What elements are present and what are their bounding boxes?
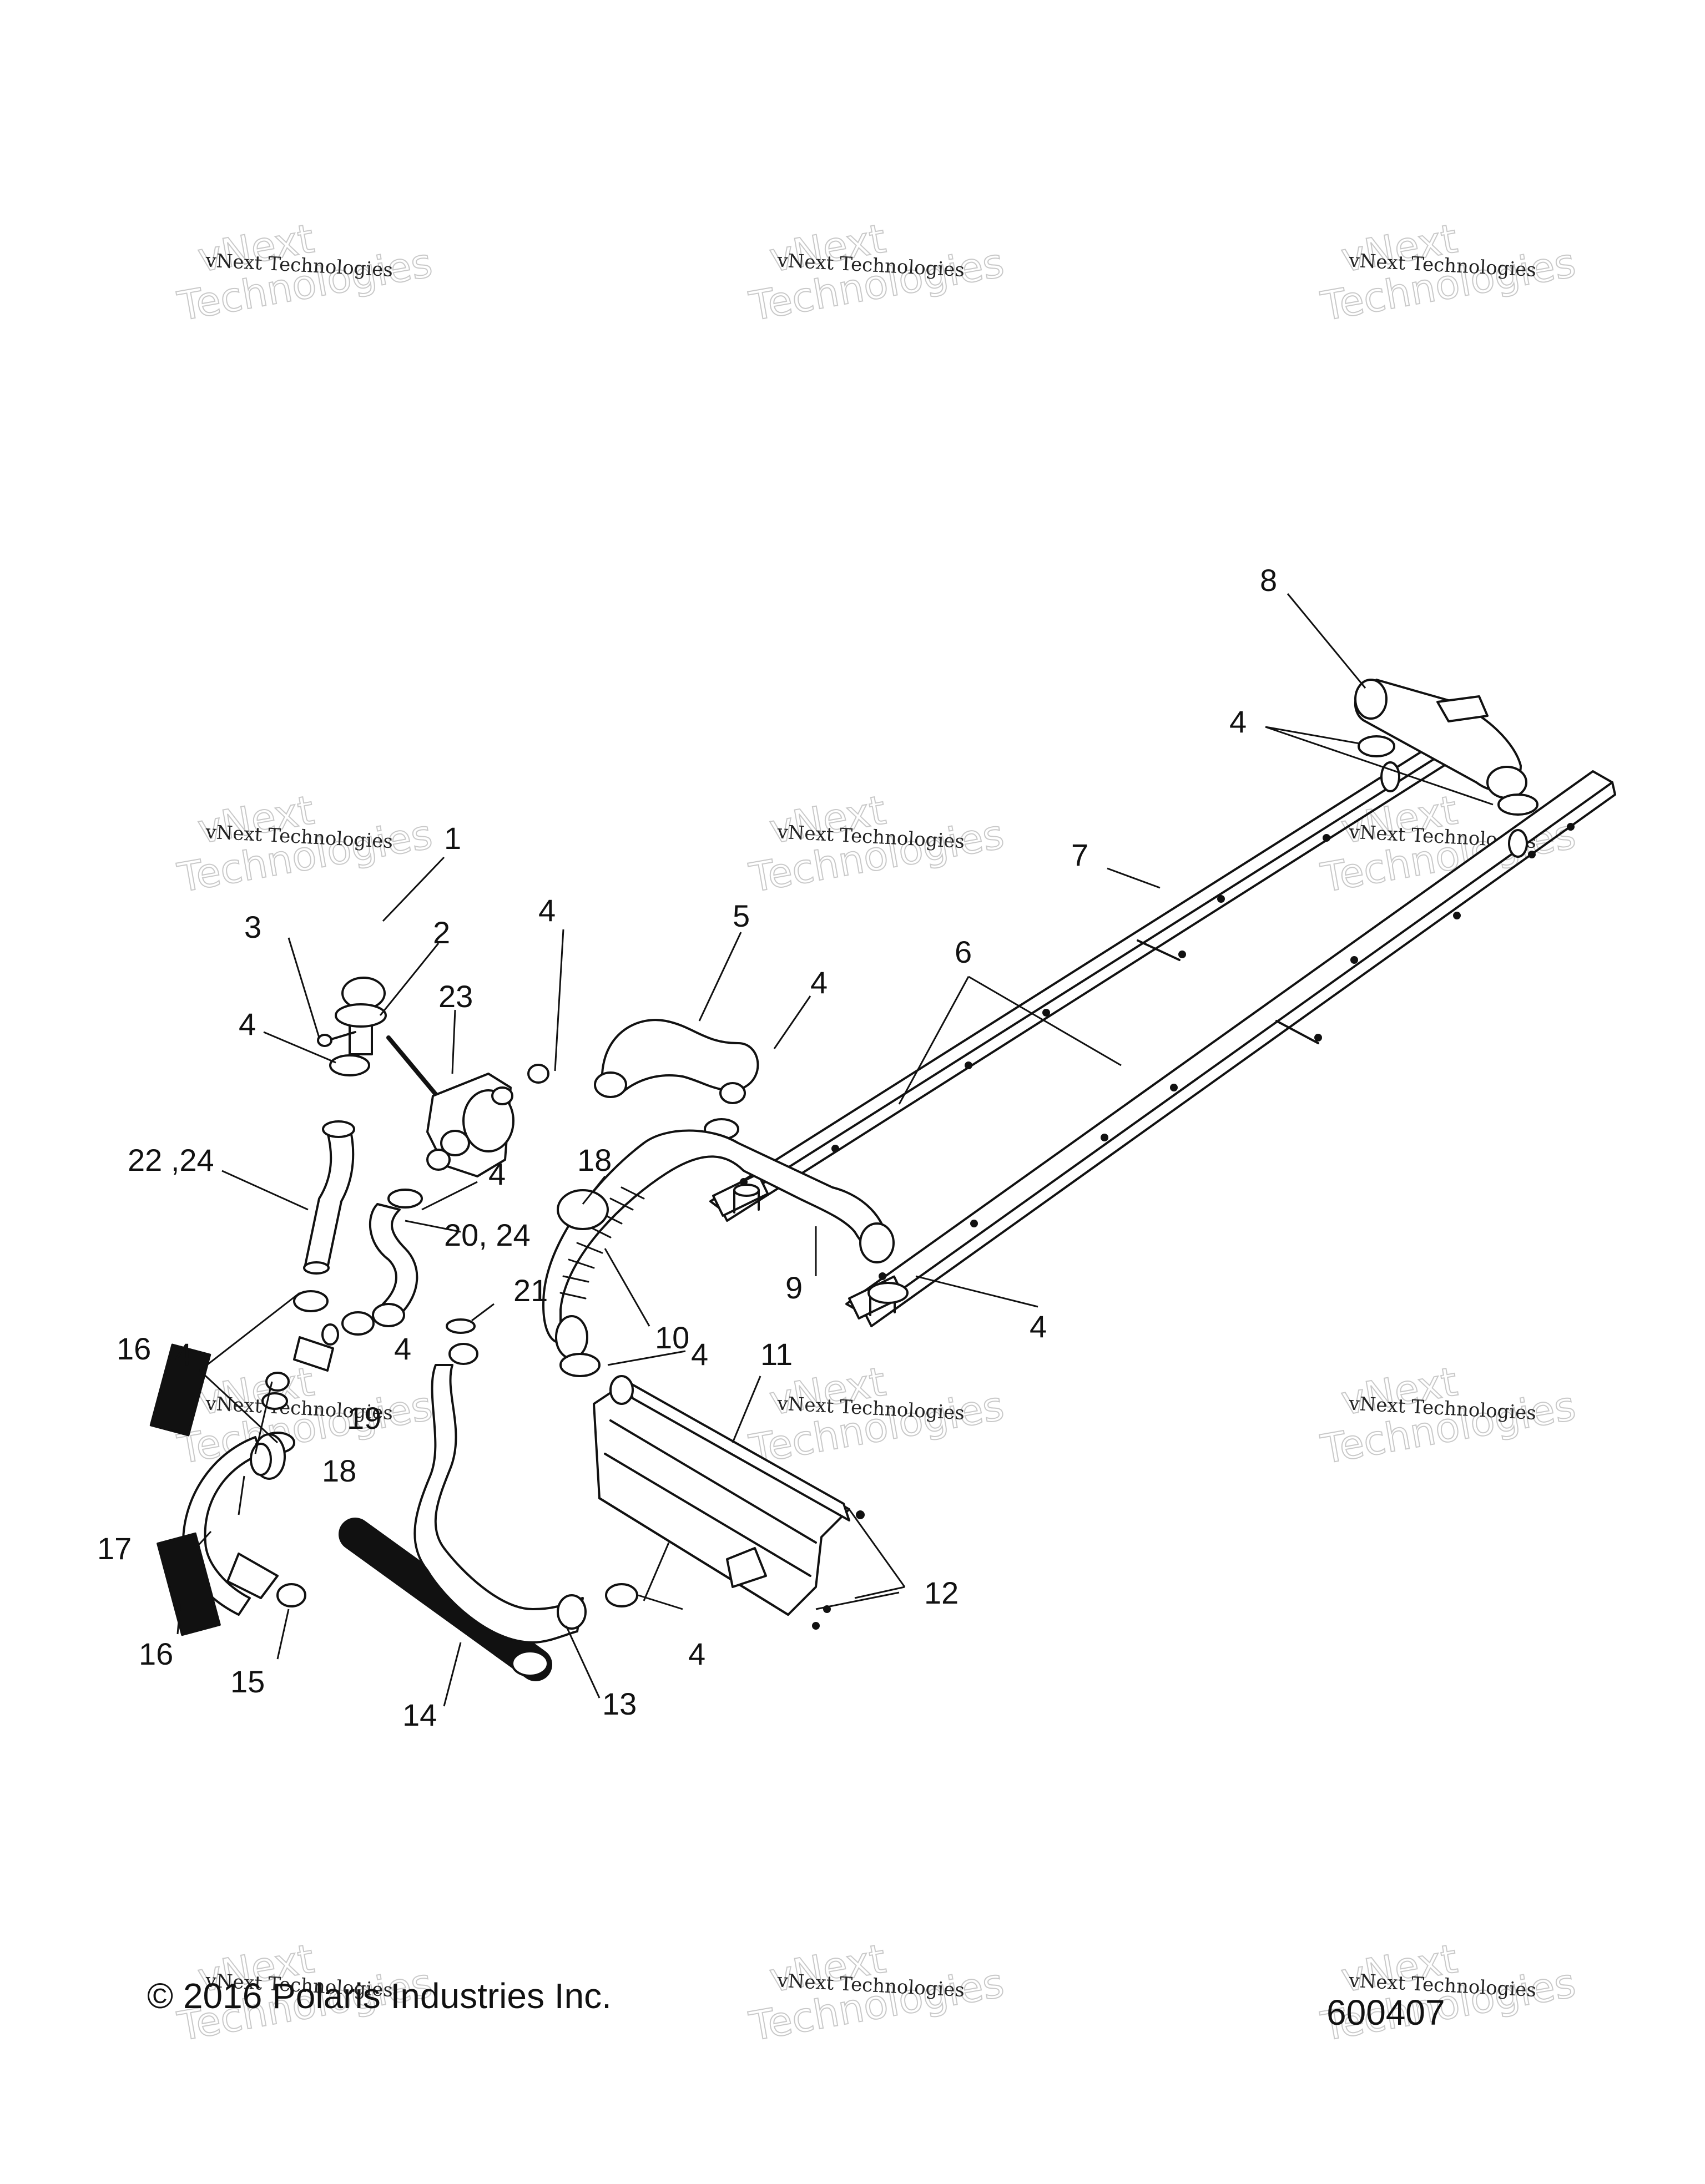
callout-20-24: 20, 24 xyxy=(444,1217,531,1252)
thermostat-housing xyxy=(317,977,514,1177)
watermarks: vNext Technologies vNext Technologies vN… xyxy=(174,214,1580,2050)
callout-4: 4 xyxy=(810,965,828,1000)
watermark: vNext Technologies vNext Technologies xyxy=(1317,214,1580,330)
leader-lines xyxy=(176,593,1494,1707)
watermark: vNext Technologies vNext Technologies xyxy=(745,214,1008,330)
callout-4: 4 xyxy=(1229,704,1247,739)
callout-23: 23 xyxy=(438,979,473,1014)
elbow-hose xyxy=(341,1189,423,1336)
callout-18: 18 xyxy=(577,1142,612,1177)
callout-4: 4 xyxy=(488,1156,506,1191)
crossover-hose xyxy=(1354,679,1538,858)
watermark: vNext Technologies vNext Technologies xyxy=(174,1357,436,1473)
callout-2: 2 xyxy=(433,915,450,950)
callout-12: 12 xyxy=(924,1575,959,1610)
watermark: vNext Technologies vNext Technologies xyxy=(745,1357,1008,1473)
heat-exchanger-rails xyxy=(709,737,1616,1327)
callout-8: 8 xyxy=(1260,563,1277,598)
callout-11: 11 xyxy=(760,1337,793,1372)
callouts: 1 2 3 4 4 5 4 6 7 8 4 23 22 ,24 18 4 20,… xyxy=(97,563,1277,1732)
callout-15: 15 xyxy=(230,1664,265,1699)
callout-21: 21 xyxy=(513,1273,548,1308)
callout-7: 7 xyxy=(1071,837,1088,872)
corrugated-hose xyxy=(542,1129,909,1359)
callout-1: 1 xyxy=(444,821,461,856)
callout-4: 4 xyxy=(538,893,556,928)
watermark: vNext Technologies vNext Technologies xyxy=(745,786,1008,902)
copyright-text: © 2016 Polaris Industries Inc. xyxy=(147,1976,612,2016)
upper-hose xyxy=(527,1019,759,1140)
callout-17: 17 xyxy=(97,1531,132,1566)
callout-5: 5 xyxy=(733,898,750,933)
watermark: vNext Technologies vNext Technologies xyxy=(174,786,436,902)
callout-4: 4 xyxy=(691,1337,708,1372)
long-corrugated-hose xyxy=(339,1518,552,1681)
figure-number: 600407 xyxy=(1326,1993,1445,2033)
watermark: vNext Technologies vNext Technologies xyxy=(745,1934,1008,2050)
vertical-hose xyxy=(303,1054,370,1275)
callout-14: 14 xyxy=(402,1697,437,1732)
callout-4: 4 xyxy=(175,1337,192,1372)
callout-19: 19 xyxy=(347,1401,381,1435)
callout-16: 16 xyxy=(117,1331,151,1366)
callout-13: 13 xyxy=(602,1686,637,1721)
parts-drawing xyxy=(149,679,1616,1681)
callout-4: 4 xyxy=(1030,1309,1047,1344)
watermark: vNext Technologies vNext Technologies xyxy=(174,214,436,330)
callout-6: 6 xyxy=(955,934,972,969)
callout-4: 4 xyxy=(394,1331,411,1366)
callout-16: 16 xyxy=(139,1636,173,1671)
callout-4: 4 xyxy=(688,1636,705,1671)
lower-left-hose xyxy=(149,1343,306,1636)
callout-3: 3 xyxy=(244,909,261,944)
callout-18: 18 xyxy=(322,1453,356,1488)
watermark: vNext Technologies vNext Technologies xyxy=(1317,1357,1580,1473)
hose-13 xyxy=(413,1318,587,1644)
callout-22-24: 22 ,24 xyxy=(128,1142,214,1177)
radiator xyxy=(559,1353,865,1630)
callout-10: 10 xyxy=(655,1320,689,1355)
callout-4: 4 xyxy=(239,1007,256,1042)
callout-9: 9 xyxy=(785,1270,803,1305)
